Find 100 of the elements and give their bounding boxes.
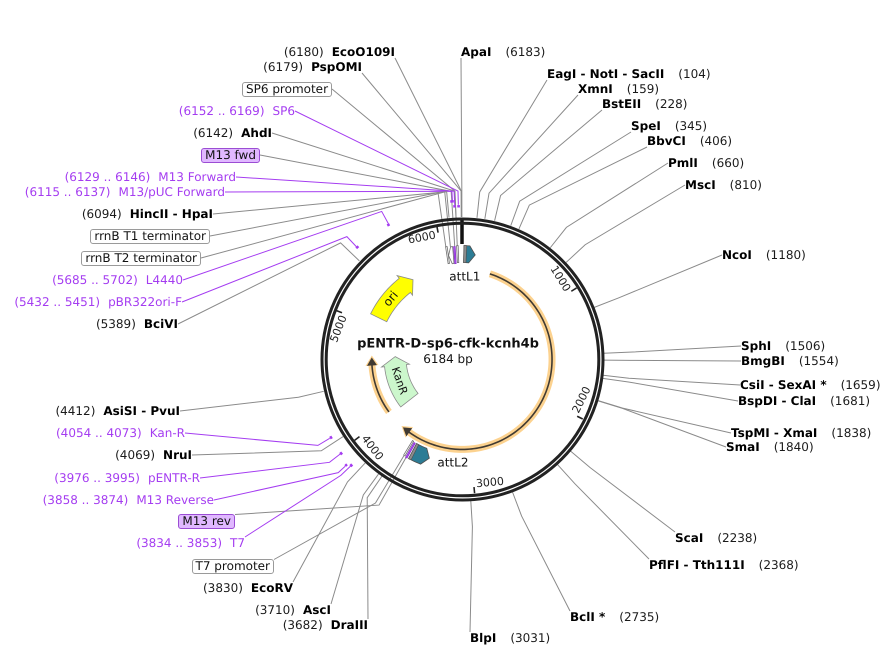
cut-position: (6183) xyxy=(505,45,546,59)
leader-line xyxy=(244,465,352,538)
primer-range: (6129 .. 6146) xyxy=(64,170,150,184)
leader-line xyxy=(602,374,740,386)
primer-range: (5685 .. 5702) xyxy=(52,273,138,287)
leader-line xyxy=(178,242,360,324)
enzyme-name: EcoO109I xyxy=(332,45,395,59)
leader-line xyxy=(182,236,357,302)
enzyme-name: CsiI - SexAI * xyxy=(740,378,827,392)
feature-name: attL2 xyxy=(437,456,468,470)
leader-line xyxy=(210,192,446,248)
feature-label: M13 rev xyxy=(178,514,235,528)
cut-position: (6180) xyxy=(284,45,324,59)
leader-line xyxy=(292,462,366,582)
plasmid-size: 6184 bp xyxy=(423,352,473,366)
enzyme-name: PspOMI xyxy=(311,60,362,74)
leader-line xyxy=(604,360,742,362)
primer-mark xyxy=(328,435,333,440)
cut-position: (1838) xyxy=(831,426,872,440)
leader-line xyxy=(274,455,404,560)
enzyme-name: BlpI xyxy=(470,631,496,645)
feature-label: M13 fwd xyxy=(201,148,260,162)
cut-position: (2238) xyxy=(717,531,758,545)
tick-label: 5000 xyxy=(328,314,350,344)
enzyme-name: SphI xyxy=(741,339,772,353)
leader-line xyxy=(476,80,548,218)
leader-line xyxy=(224,190,453,202)
enzyme-name: TspMI - XmaI xyxy=(731,426,818,440)
feature-bar xyxy=(456,245,460,264)
primer-mark xyxy=(386,222,392,226)
primer-range: (6115 .. 6137) xyxy=(24,185,110,199)
leader-line xyxy=(236,176,456,206)
leader-line xyxy=(362,72,462,218)
leader-line xyxy=(182,210,389,280)
primer-name: pENTR-R xyxy=(148,471,200,485)
leader-line xyxy=(330,473,380,604)
enzyme-name: AsiSI - PvuI xyxy=(103,404,180,418)
primer-name: T7 xyxy=(230,536,245,550)
cut-position: (6094) xyxy=(82,207,122,221)
cut-position: (660) xyxy=(712,156,744,170)
leader-line xyxy=(260,154,456,247)
cut-position: (1659) xyxy=(840,378,880,392)
enzyme-name: BmgBI xyxy=(741,354,785,368)
primer-range: (3976 .. 3995) xyxy=(54,471,140,485)
feature-name: attL1 xyxy=(449,270,480,284)
leader-line xyxy=(597,400,732,434)
leader-line xyxy=(512,491,570,612)
primer-name: Kan-R xyxy=(150,426,185,440)
primer-range: (5432 .. 5451) xyxy=(14,295,100,309)
leader-line xyxy=(184,432,330,446)
cut-position: (406) xyxy=(700,134,732,148)
cut-position: (3830) xyxy=(203,581,243,595)
feature-label: rrnB T1 terminator xyxy=(90,228,210,244)
enzyme-name: AhdI xyxy=(241,126,272,140)
primer-range: (3834 .. 3853) xyxy=(136,536,222,550)
primer-name: M13/pUC Forward xyxy=(118,185,225,199)
feature-bar xyxy=(453,246,458,264)
primer-mark xyxy=(449,200,456,204)
leader-line xyxy=(597,400,726,448)
cut-position: (2368) xyxy=(758,558,799,572)
leader-line xyxy=(484,94,578,220)
enzyme-name: NcoI xyxy=(722,248,752,262)
cut-position: (345) xyxy=(674,119,708,133)
cut-position: (2735) xyxy=(619,610,660,624)
enzyme-name: EagI - NotI - SacII xyxy=(547,67,664,81)
enzyme-name: ScaI xyxy=(675,531,704,545)
cut-position: (1681) xyxy=(830,394,870,408)
feature-bar xyxy=(444,246,450,265)
leader-line xyxy=(294,110,459,206)
leader-line xyxy=(366,476,382,620)
leader-line xyxy=(180,390,324,412)
cut-position: (1180) xyxy=(766,248,806,262)
leader-line xyxy=(470,500,473,632)
leader-line xyxy=(602,378,738,402)
enzyme-name: SpeI xyxy=(631,119,661,133)
cut-position: (1506) xyxy=(785,339,826,353)
enzyme-name: PmlI xyxy=(668,156,698,170)
leader-line xyxy=(570,450,676,532)
leader-line xyxy=(594,254,722,308)
plasmid-name: pENTR-D-sp6-cfk-kcnh4b xyxy=(357,336,539,352)
leader-line xyxy=(214,466,346,500)
feature-block xyxy=(448,246,455,264)
leader-line xyxy=(556,464,650,560)
feature-name: ori xyxy=(380,289,401,310)
cut-position: (3682) xyxy=(282,618,323,632)
enzyme-name: DraIII xyxy=(330,618,368,632)
enzyme-name: AscI xyxy=(302,603,331,617)
tick-label: 3000 xyxy=(476,476,505,490)
cut-position: (810) xyxy=(730,178,762,192)
primer-name: M13 Reverse xyxy=(136,493,214,507)
enzyme-name: MscI xyxy=(685,178,716,192)
primer-name: SP6 xyxy=(272,104,295,118)
cut-position: (159) xyxy=(626,82,660,96)
primer-name: pBR322ori-F xyxy=(108,295,182,309)
cut-position: (3710) xyxy=(255,603,295,617)
leader-line xyxy=(200,453,341,478)
primer-mark xyxy=(452,204,458,208)
primer-name: M13 Forward xyxy=(158,170,236,184)
feature-label: SP6 promoter xyxy=(242,82,332,96)
enzyme-name: HincII - HpaI xyxy=(130,207,213,221)
